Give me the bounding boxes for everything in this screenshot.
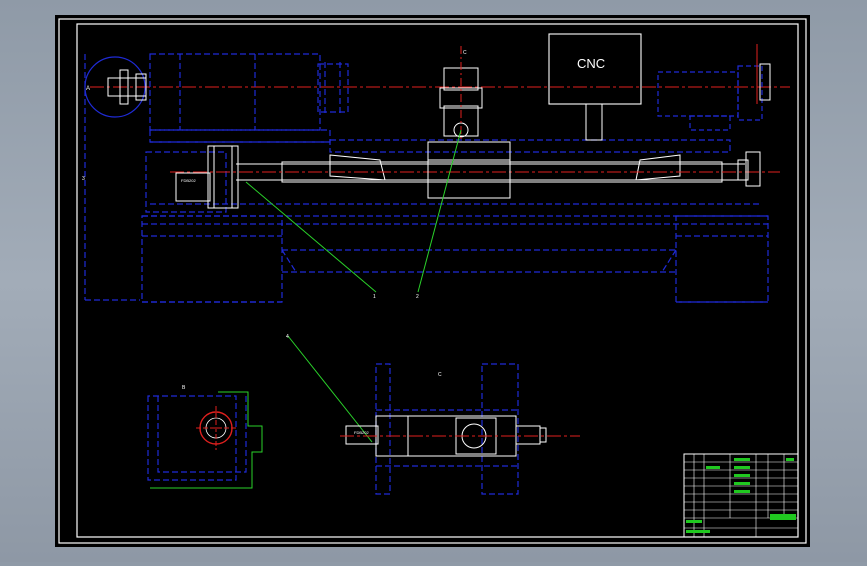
- section-c-label: C: [438, 372, 442, 378]
- cnc-label: CNC: [577, 56, 605, 71]
- detail-view: C FDB202: [340, 363, 580, 495]
- balloon-2: 2: [416, 294, 419, 300]
- leader-lines: [245, 129, 462, 443]
- section-a-label: A: [86, 86, 90, 92]
- tool-holder: [439, 46, 483, 140]
- drawing-sheet: [55, 15, 810, 547]
- carriage-nut: [427, 141, 511, 199]
- detail-motor-label: FDB202: [354, 430, 369, 435]
- drawing-frame: [76, 23, 799, 538]
- section-b-view: B: [147, 385, 263, 489]
- tailstock: [657, 65, 763, 131]
- balloon-3: 3: [82, 176, 85, 182]
- section-c-label-top: C: [463, 50, 467, 56]
- motor-label: FDB202: [181, 178, 196, 183]
- feed-motor: [175, 145, 239, 209]
- cnc-controller: CNC: [548, 33, 642, 141]
- sheet-border: [58, 18, 807, 544]
- balloon-1: 1: [373, 294, 376, 300]
- title-block: [683, 453, 799, 538]
- balloon-4: 4: [286, 334, 289, 340]
- machine-bed: [141, 139, 769, 303]
- main-assembly-view: A: [82, 33, 790, 443]
- section-b-label: B: [182, 385, 186, 391]
